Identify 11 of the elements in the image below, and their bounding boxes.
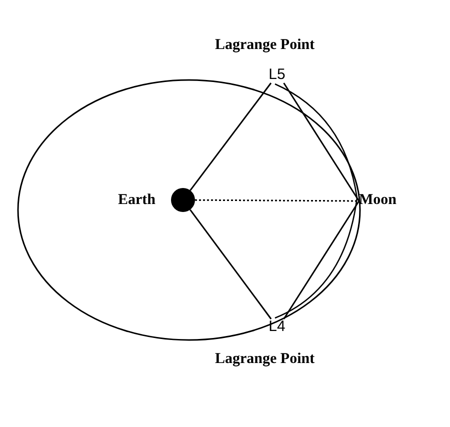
connector-line bbox=[283, 200, 360, 320]
caption-label: Lagrange Point bbox=[215, 38, 315, 53]
connector-line bbox=[190, 209, 272, 320]
point-label: L5 bbox=[265, 67, 289, 83]
connector-line bbox=[283, 82, 360, 202]
earth-dot bbox=[171, 188, 195, 212]
caption-label: Lagrange Point bbox=[215, 352, 315, 367]
connector-line bbox=[190, 82, 272, 191]
point-label: L4 bbox=[265, 319, 289, 335]
caption-label: Earth bbox=[118, 193, 156, 208]
dashed-line bbox=[195, 199, 359, 202]
